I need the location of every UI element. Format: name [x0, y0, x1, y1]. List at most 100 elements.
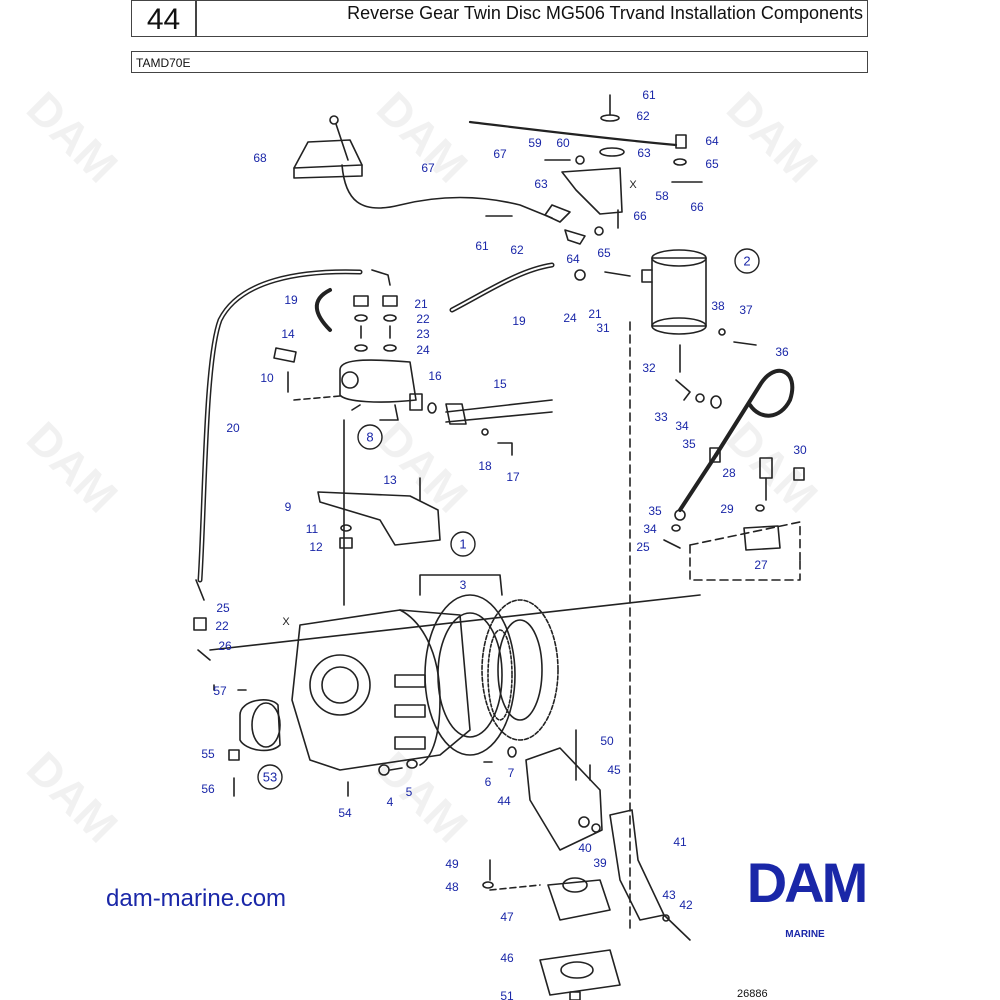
callout: 55: [201, 747, 215, 761]
callout: 50: [600, 734, 614, 748]
callout: 39: [593, 856, 607, 870]
callout: 68: [253, 151, 267, 165]
callout: 5: [406, 785, 413, 799]
callout: 20: [226, 421, 240, 435]
control-lever: [335, 123, 349, 161]
reverse-gear-housing: [291, 609, 471, 771]
page-number: 44: [131, 0, 196, 37]
callout: 6: [485, 775, 492, 789]
callout: 25: [216, 601, 230, 615]
dam-logo: DAM MARINE: [747, 851, 869, 940]
lever-knob: [329, 115, 339, 125]
callout: 34: [675, 419, 689, 433]
callout: 62: [636, 109, 650, 123]
callout: 7: [508, 766, 515, 780]
oil-hose-20-inner: [199, 270, 361, 581]
callout: 61: [642, 88, 656, 102]
callout: 37: [739, 303, 753, 317]
callout: 11: [306, 522, 319, 536]
callout: 45: [607, 763, 621, 777]
callout: 67: [421, 161, 435, 175]
callout: 64: [705, 134, 719, 148]
callout: 13: [383, 473, 397, 487]
callout: 41: [673, 835, 687, 849]
callout: 33: [654, 410, 668, 424]
callout: 24: [563, 311, 577, 325]
callout: 54: [338, 806, 352, 820]
callout: 63: [637, 146, 651, 160]
callout: 16: [428, 369, 442, 383]
cable-bracket: [561, 167, 623, 215]
valve-block: [743, 525, 781, 551]
callout: 30: [793, 443, 807, 457]
callout: 34: [643, 522, 657, 536]
callout: 65: [597, 246, 611, 260]
control-cable: [341, 164, 553, 219]
reference-number: 26886: [737, 988, 768, 1000]
callout: 35: [682, 437, 696, 451]
website-link[interactable]: dam-marine.com: [106, 885, 287, 912]
callout: 48: [445, 880, 459, 894]
callout: 67: [493, 147, 507, 161]
callout: 44: [497, 794, 511, 808]
callout: 62: [510, 243, 524, 257]
callout: 27: [754, 558, 768, 572]
callout: 3: [460, 578, 467, 592]
callout: 17: [506, 470, 520, 484]
callout: 29: [720, 502, 734, 516]
callout: 42: [679, 898, 693, 912]
oil-hose-19-right: [449, 262, 555, 313]
callout: 22: [416, 312, 430, 326]
callout: 28: [722, 466, 736, 480]
callout: 35: [648, 504, 662, 518]
callout: 61: [475, 239, 489, 253]
callout: 38: [711, 299, 725, 313]
callout: 19: [512, 314, 526, 328]
logo-letters: DAM: [747, 851, 866, 914]
upper-cable: [468, 120, 678, 147]
callout: 36: [775, 345, 789, 359]
logo-sub: MARINE: [785, 929, 825, 940]
callout: 18: [478, 459, 492, 473]
callout: 46: [500, 951, 514, 965]
callout-circled: 1: [459, 537, 466, 552]
output-flange: [239, 699, 281, 752]
callout: 32: [642, 361, 656, 375]
callout-circled: 2: [743, 254, 750, 269]
callout: 12: [309, 540, 323, 554]
callout: 60: [556, 136, 570, 150]
callout-circled: 53: [263, 770, 277, 785]
oil-hose-20: [197, 269, 363, 583]
callout: 66: [690, 200, 704, 214]
callout: 19: [284, 293, 298, 307]
lever-housing-base: [293, 164, 363, 179]
callout: 59: [528, 136, 542, 150]
callout: 57: [213, 684, 227, 698]
callout: 51: [500, 989, 514, 1000]
callout: 26: [218, 639, 232, 653]
flex-coupling: [481, 599, 559, 741]
oil-pipe: [714, 368, 795, 457]
support-plate: [609, 809, 665, 921]
mount-bracket: [525, 747, 603, 851]
callout: 56: [201, 782, 215, 796]
callout: 9: [285, 500, 292, 514]
callout: 24: [416, 343, 430, 357]
callout: 10: [260, 371, 274, 385]
callout: 47: [500, 910, 514, 924]
callout: 21: [414, 297, 428, 311]
callout: 23: [416, 327, 430, 341]
callout: 21: [588, 307, 602, 321]
callout: 4: [387, 795, 394, 809]
callout-circled: 8: [366, 430, 373, 445]
flywheel-housing: [424, 594, 516, 756]
callout: 49: [445, 857, 459, 871]
lever-housing: [293, 139, 363, 169]
callout: 25: [636, 540, 650, 554]
oil-pipe-lower: [678, 453, 718, 512]
mark-x: X: [282, 616, 290, 628]
callout: 43: [662, 888, 676, 902]
callout: 40: [578, 841, 592, 855]
callout: 31: [596, 321, 610, 335]
